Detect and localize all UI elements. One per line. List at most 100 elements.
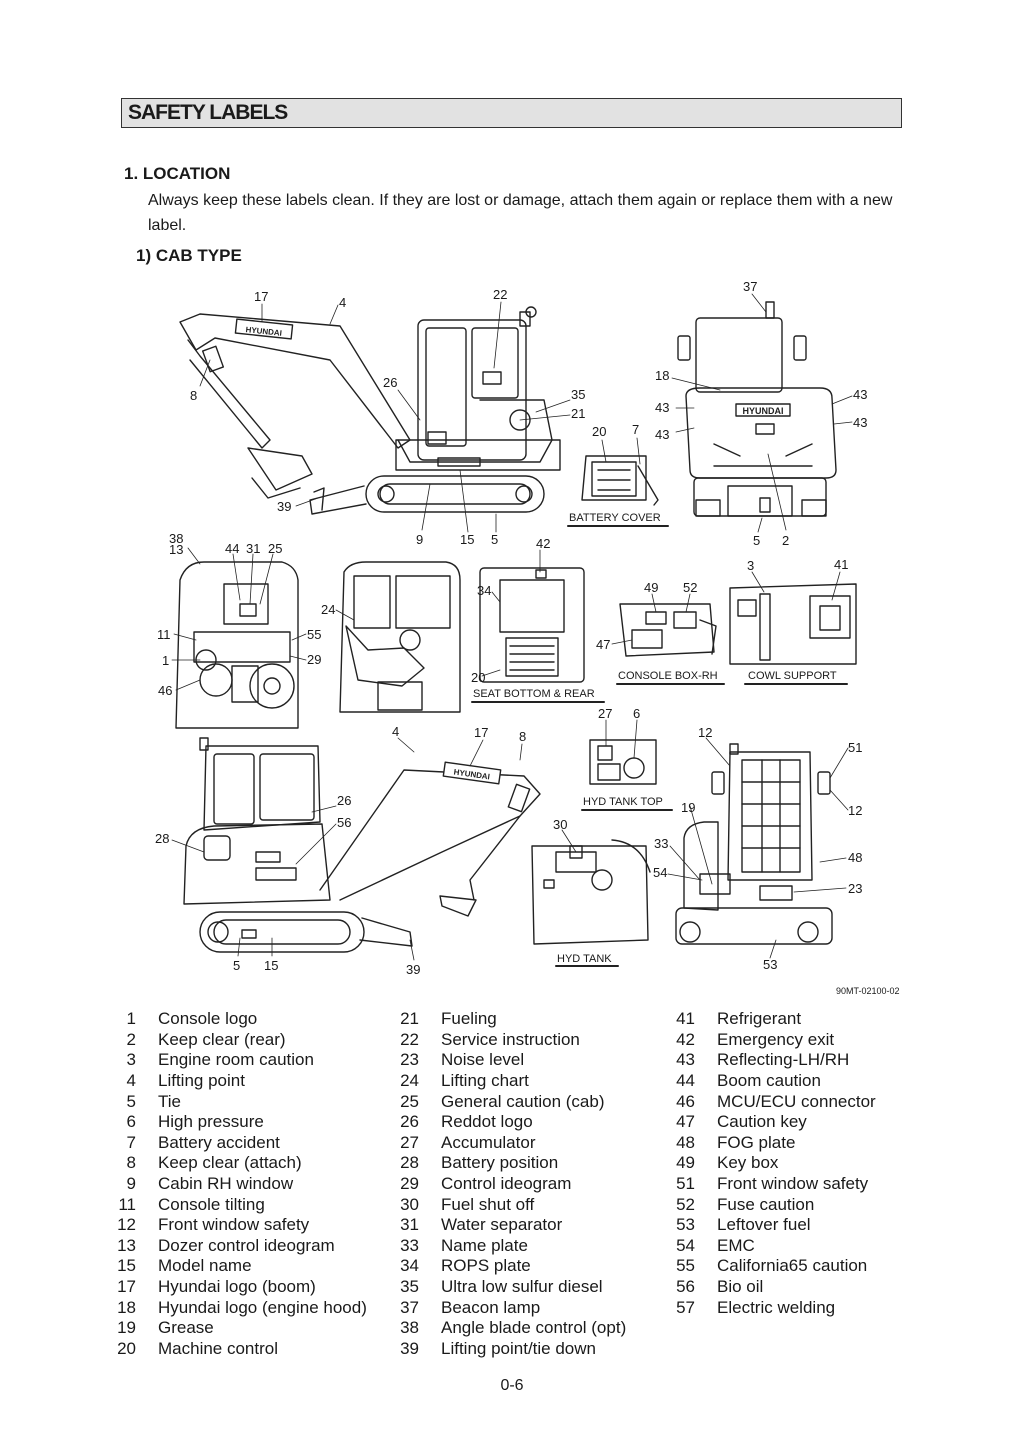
section-title-bar: SAFETY LABELS — [121, 98, 902, 128]
callout-12: 12 — [848, 803, 862, 818]
cab-interior-side-view — [339, 561, 461, 713]
callout-43: 43 — [853, 387, 867, 402]
callout-51: 51 — [848, 740, 862, 755]
callout-33: 33 — [654, 836, 668, 851]
callout-43: 43 — [655, 427, 669, 442]
cowl-support-view: COWL SUPPORT — [729, 583, 857, 685]
callout-38: 38 — [169, 531, 183, 546]
callout-4: 4 — [339, 295, 346, 310]
callout-8: 8 — [519, 729, 526, 744]
callout-26: 26 — [383, 375, 397, 390]
callout-21: 21 — [571, 406, 585, 421]
callout-52: 52 — [683, 580, 697, 595]
callout-39: 39 — [406, 962, 420, 977]
callout-8: 8 — [190, 388, 197, 403]
callout-7: 7 — [632, 422, 639, 437]
callout-20: 20 — [471, 670, 485, 685]
callout-20: 20 — [592, 424, 606, 439]
callout-6: 6 — [633, 706, 640, 721]
callout-leader-lines — [171, 293, 853, 961]
caption-seat-bottom-rear: SEAT BOTTOM & REAR — [473, 688, 595, 700]
excavator-side-view-left: HYUNDAI — [179, 306, 561, 515]
callout-55: 55 — [307, 627, 321, 642]
cab-interior-front-view — [175, 561, 299, 729]
callout-25: 25 — [268, 541, 282, 556]
callout-15: 15 — [264, 958, 278, 973]
page-title: SAFETY LABELS — [128, 101, 288, 124]
seat-bottom-rear-view: SEAT BOTTOM & REAR — [471, 567, 605, 703]
excavator-rear-view: HYUNDAI — [677, 301, 837, 517]
callout-53: 53 — [763, 957, 777, 972]
callout-43: 43 — [853, 415, 867, 430]
callout-15: 15 — [460, 532, 474, 547]
cab-type-heading: 1) CAB TYPE — [136, 246, 242, 265]
callout-54: 54 — [653, 865, 667, 880]
callout-11: 11 — [157, 627, 171, 642]
hyd-tank-view: HYD TANK — [531, 839, 651, 967]
callout-27: 27 — [598, 706, 612, 721]
callout-39: 39 — [277, 499, 291, 514]
callout-48: 48 — [848, 850, 862, 865]
callout-37: 37 — [743, 279, 757, 294]
callout-49: 49 — [644, 580, 658, 595]
callout-34: 34 — [477, 583, 491, 598]
battery-cover-detail: BATTERY COVER — [567, 455, 669, 527]
callout-2: 2 — [782, 533, 789, 548]
callout-30: 30 — [553, 817, 567, 832]
callout-46: 46 — [158, 683, 172, 698]
excavator-front-view — [675, 743, 833, 945]
hood-brand-text: HYUNDAI — [742, 406, 783, 416]
callout-23: 23 — [848, 881, 862, 896]
callout-9: 9 — [416, 532, 423, 547]
callout-1: 1 — [162, 653, 169, 668]
location-heading: 1. LOCATION — [124, 164, 231, 183]
callout-12: 12 — [698, 725, 712, 740]
callout-35: 35 — [571, 387, 585, 402]
callout-5: 5 — [753, 533, 760, 548]
boom-brand-text: HYUNDAI — [245, 325, 282, 338]
callout-42: 42 — [536, 536, 550, 551]
caption-console-box-rh: CONSOLE BOX-RH — [618, 670, 718, 682]
callout-47: 47 — [596, 637, 610, 652]
callout-41: 41 — [834, 557, 848, 572]
callout-26: 26 — [337, 793, 351, 808]
console-box-rh-view: CONSOLE BOX-RH — [616, 603, 725, 685]
callout-22: 22 — [493, 287, 507, 302]
callout-18: 18 — [655, 368, 669, 383]
